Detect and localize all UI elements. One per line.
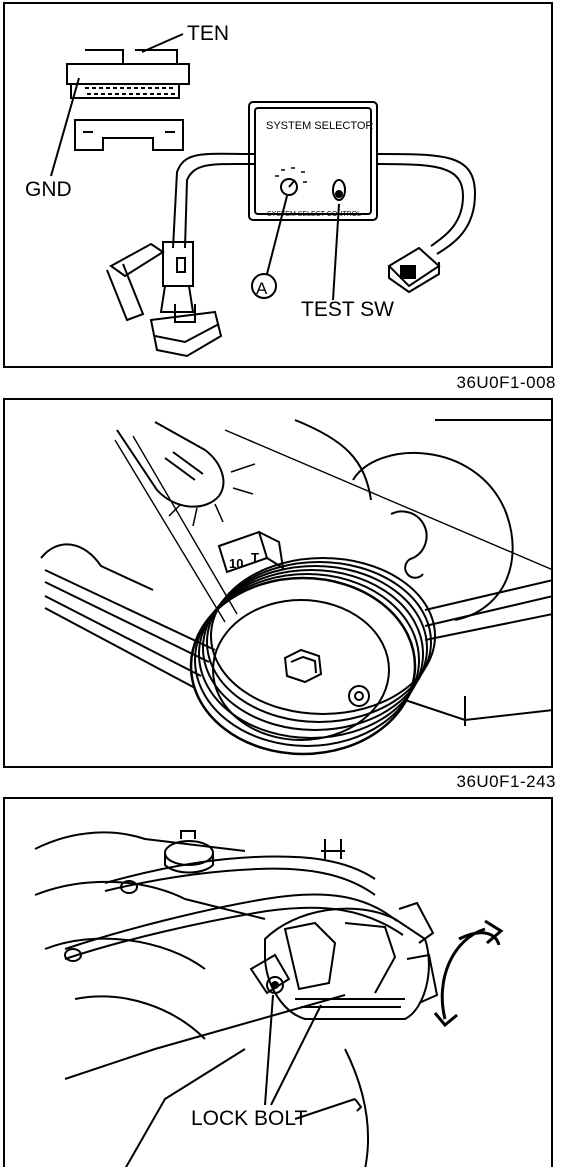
- timing-mark-10: 10: [229, 556, 243, 571]
- distributor-illustration: LOCK BOLT: [34, 830, 504, 1167]
- test-sw-label: TEST SW: [301, 298, 394, 321]
- figure-distributor-lock-bolt: LOCK BOLT: [3, 797, 553, 1167]
- figure-system-selector: TEN GND SYSTEM SELECTOR SYSTEM SELECT CO…: [3, 2, 553, 368]
- callout-a: A: [256, 279, 268, 298]
- gnd-label: GND: [25, 178, 72, 201]
- figure-code-2: 36U0F1-243: [456, 772, 556, 791]
- timing-mark-t: T: [251, 550, 259, 565]
- system-selector-illustration: TEN GND SYSTEM SELECTOR SYSTEM SELECT CO…: [25, 22, 477, 358]
- selector-caption: SYSTEM SELECT CONTROL: [267, 211, 361, 218]
- figure-timing-marks: 10 T: [3, 398, 553, 768]
- figure-code-1: 36U0F1-008: [456, 373, 556, 392]
- lock-bolt-label: LOCK BOLT: [191, 1107, 307, 1130]
- selector-title: SYSTEM SELECTOR: [266, 120, 373, 132]
- ten-label: TEN: [187, 22, 229, 45]
- crank-pulley-illustration: 10 T: [40, 419, 551, 756]
